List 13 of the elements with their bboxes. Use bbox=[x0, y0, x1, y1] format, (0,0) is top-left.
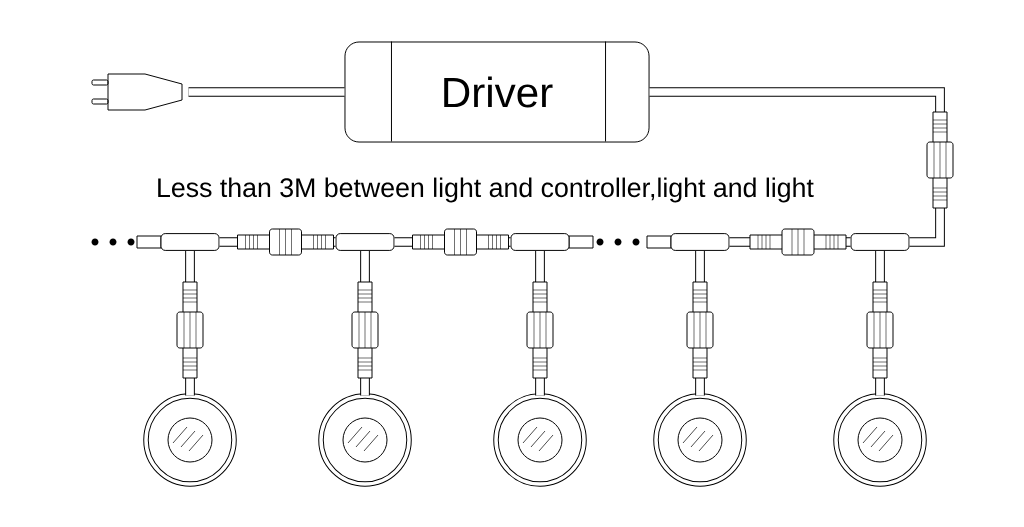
driver-box: Driver bbox=[344, 41, 650, 143]
plug-drawing bbox=[91, 73, 183, 111]
recessed-light bbox=[318, 393, 412, 487]
t-connector bbox=[850, 233, 910, 251]
t-connector bbox=[510, 233, 594, 251]
recessed-light bbox=[833, 393, 927, 487]
t-connector bbox=[335, 233, 395, 251]
recessed-light bbox=[143, 393, 237, 487]
recessed-light bbox=[493, 393, 587, 487]
note-text: Less than 3M between light and controller,light and light bbox=[158, 177, 814, 203]
recessed-light bbox=[653, 393, 747, 487]
t-connector bbox=[646, 233, 730, 251]
t-connector bbox=[136, 233, 220, 251]
